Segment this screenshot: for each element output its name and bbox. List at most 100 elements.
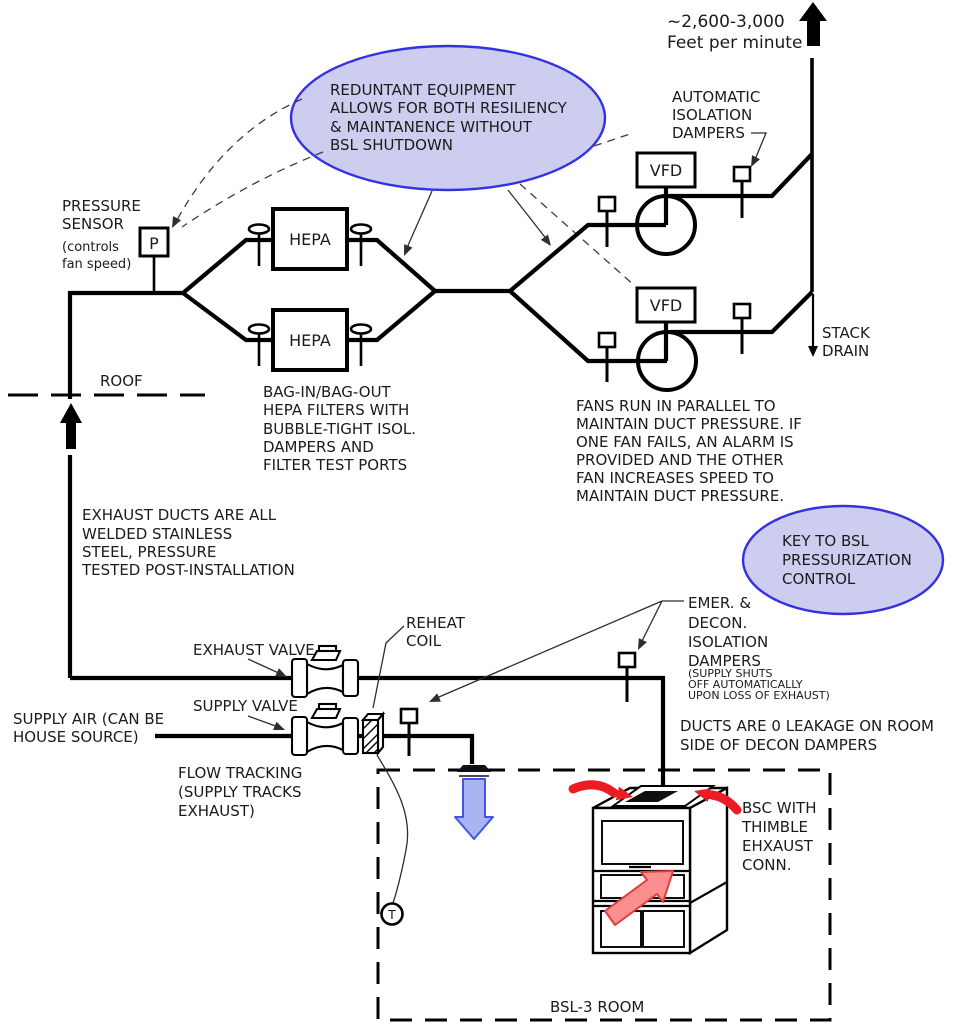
bsl3-room-label: BSL-3 ROOM — [550, 998, 644, 1016]
thermostat-icon — [380, 902, 404, 926]
bsc-label: CONN. — [742, 856, 792, 874]
redundant-bubble-text: BSL SHUTDOWN — [330, 136, 453, 154]
valve-actuator-cap — [317, 702, 338, 711]
bsc-lower-door — [642, 910, 685, 948]
bag-note: FILTER TEST PORTS — [263, 456, 407, 474]
bubble-tight-damper-icon — [349, 223, 373, 235]
bsc-sash-window — [601, 820, 684, 865]
flow-tracking-label: FLOW TRACKING — [178, 764, 302, 782]
hepa-filter-top-box — [271, 207, 349, 271]
fans-note: MAINTAIN DUCT PRESSURE. — [576, 487, 784, 505]
reheat-coil-leader — [372, 625, 405, 709]
isolation-damper-icon — [732, 302, 752, 320]
redundant-bubble-text: REDUNTANT EQUIPMENT — [330, 81, 516, 99]
duct-from-upper-hepa — [347, 237, 437, 293]
pressure-sensor-box — [138, 226, 170, 258]
riser-flow-up-arrow-icon — [60, 403, 82, 449]
duct-to-lower-hepa — [181, 291, 273, 343]
emer-dampers-label: ISOLATION — [688, 633, 768, 651]
bag-note: BUBBLE-TIGHT ISOL. — [263, 420, 416, 438]
bsc-side-edge — [689, 881, 728, 904]
leader-to-top-vfd — [593, 132, 634, 147]
fans-note: FANS RUN IN PARALLEL TO — [576, 397, 776, 415]
supply-air-down-arrow-icon — [454, 778, 494, 840]
key-bubble-text: KEY TO BSL — [782, 532, 870, 550]
reheat-coil-icon — [360, 711, 386, 756]
roof-label: ROOF — [100, 372, 143, 390]
supply-air-label: HOUSE SOURCE) — [13, 728, 139, 746]
bsc-side-face — [688, 785, 729, 956]
ducts-note: DUCTS ARE 0 LEAKAGE ON ROOM — [680, 717, 934, 735]
bag-note: BAG-IN/BAG-OUT — [263, 383, 392, 401]
duct-to-upper-hepa — [181, 237, 273, 295]
supply-valve-icon — [290, 702, 360, 757]
leader-arrowhead-icon — [275, 668, 287, 677]
vfd-top-box — [635, 151, 697, 189]
redundant-bubble-text: & MAINTANENCE WITHOUT — [330, 118, 533, 136]
supply-diffuser-icon — [457, 765, 491, 772]
text-labels: ~2,600-3,000 Feet per minute AUTOMATIC I… — [13, 12, 934, 1016]
flow-tracking-label: (SUPPLY TRACKS — [178, 783, 302, 801]
emer-damper-leader-a — [639, 600, 663, 646]
red-arrowhead-icon — [694, 788, 712, 802]
bubble-tight-dampers — [247, 223, 373, 366]
bsl3-room-boundary — [376, 768, 832, 1022]
stack-drain-label: STACK — [822, 324, 871, 342]
valve-flange — [290, 715, 309, 757]
exhaust-note: WELDED STAINLESS — [82, 525, 232, 543]
reheat-coil-label: REHEAT — [406, 614, 466, 632]
airflow-rate-label: Feet per minute — [667, 33, 802, 53]
leader-arrowhead-icon — [429, 693, 441, 702]
key-to-bsl-bubble — [741, 504, 945, 616]
exhaust-note: EXHAUST DUCTS ARE ALL — [82, 506, 277, 524]
bottom-fan-discharge-duct — [670, 290, 814, 335]
label-leaders — [247, 132, 767, 904]
isolation-damper-icon — [597, 195, 617, 213]
leader-arrowhead-icon — [638, 638, 647, 650]
isolation-dampers — [399, 165, 752, 756]
hepa-bottom-label: HEPA — [289, 331, 331, 350]
emer-dampers-label: DAMPERS — [688, 652, 761, 670]
vfd-bottom-label: VFD — [650, 296, 682, 315]
flow-tracking-label: EXHAUST) — [178, 802, 255, 820]
valve-body — [305, 720, 345, 754]
pressure-sensor-sub-label: fan speed) — [62, 257, 131, 272]
thermostat-control-line — [376, 754, 409, 904]
bubble-tight-damper-icon — [247, 223, 271, 235]
exhaust-valve-label: EXHAUST VALVE — [193, 641, 315, 659]
valve-body — [305, 662, 345, 696]
supply-decon-damper-icon — [399, 707, 419, 725]
vfd-bottom-box — [635, 286, 697, 324]
leader-arrowhead-icon — [404, 244, 413, 256]
reheat-coil-label: COIL — [406, 632, 442, 650]
duct-to-top-fan — [508, 222, 666, 293]
bubble-tight-damper-icon — [247, 323, 271, 335]
valve-actuator-cap — [317, 644, 338, 653]
auto-damper-leader — [751, 132, 767, 163]
supply-valve-label: SUPPLY VALVE — [193, 697, 298, 715]
redundant-equipment-bubble — [289, 44, 607, 192]
supply-duct-to-diffuser — [381, 733, 475, 764]
emer-dampers-sub-label: (SUPPLY SHUTS — [688, 667, 772, 680]
isolation-damper-icon — [732, 165, 752, 183]
duct-to-bottom-fan — [508, 289, 667, 364]
bsc-label: THIMBLE — [741, 818, 808, 836]
bsc-label: BSC WITH — [742, 799, 817, 817]
fans-note: PROVIDED AND THE OTHER — [576, 451, 784, 469]
exhaust-valve-icon — [290, 644, 360, 699]
stack-drain-label: DRAIN — [822, 342, 869, 360]
key-bubble-text: CONTROL — [782, 570, 856, 588]
leader-to-pressure-sensor-1 — [176, 98, 303, 221]
thermostat-tag: T — [387, 907, 396, 922]
pressure-sensor-sub-label: (controls — [62, 240, 119, 255]
emer-dampers-label: DECON. — [688, 614, 747, 632]
exhaust-riser-above-roof — [67, 290, 183, 399]
leader-to-fan-inlet-duct — [507, 189, 549, 242]
thimble-inflow-arrow-left — [568, 780, 619, 798]
exhaust-duct-to-bsc — [358, 675, 666, 789]
exhaust-note: TESTED POST-INSTALLATION — [81, 561, 295, 579]
hepa-top-label: HEPA — [289, 230, 331, 249]
redundant-bubble-text: ALLOWS FOR BOTH RESILIENCY — [330, 99, 568, 117]
